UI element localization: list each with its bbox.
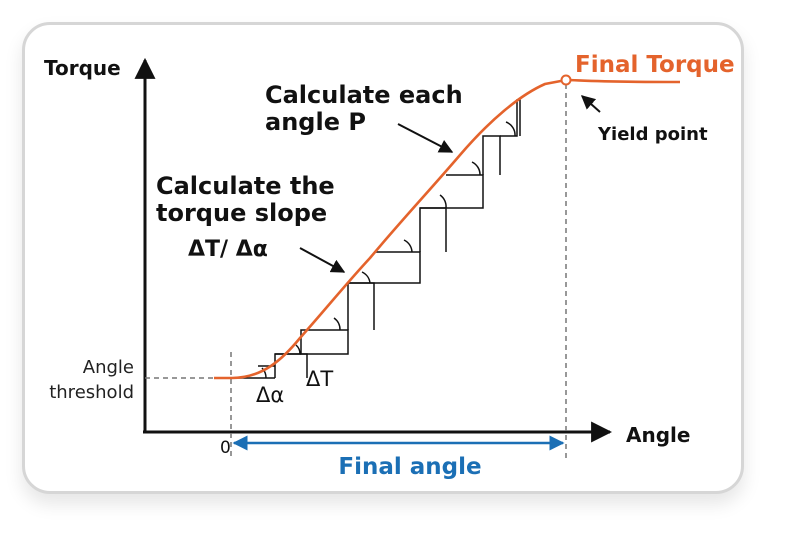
y-axis-label: Torque: [44, 56, 121, 80]
delta-t-label: ΔT: [306, 367, 333, 391]
calc-slope-label-2: torque slope: [156, 199, 327, 227]
final-angle-label: Final angle: [338, 454, 481, 480]
yield-point-arrow: [580, 95, 601, 113]
calc-slope-arrow: [299, 247, 346, 273]
calc-angle-label-1: Calculate each: [265, 81, 463, 109]
yield-point-marker: [560, 74, 572, 86]
slope-formula-label: ΔT/ Δα: [188, 237, 268, 262]
final-torque-label: Final Torque: [575, 52, 735, 78]
calc-slope-label-1: Calculate the: [156, 172, 335, 200]
x-axis-label: Angle: [626, 423, 690, 447]
angle-arcs: [261, 121, 516, 379]
calc-angle-label-2: angle P: [265, 108, 366, 136]
delta-alpha-label: Δα: [256, 383, 284, 407]
angle-threshold-label-2: threshold: [49, 382, 134, 403]
yield-point-label: Yield point: [597, 124, 708, 145]
origin-label: 0: [220, 438, 231, 458]
angle-threshold-label-1: Angle: [83, 357, 134, 378]
calc-angle-arrow: [397, 123, 454, 153]
diagram-card: [22, 22, 744, 494]
step-triangles: [235, 99, 521, 379]
